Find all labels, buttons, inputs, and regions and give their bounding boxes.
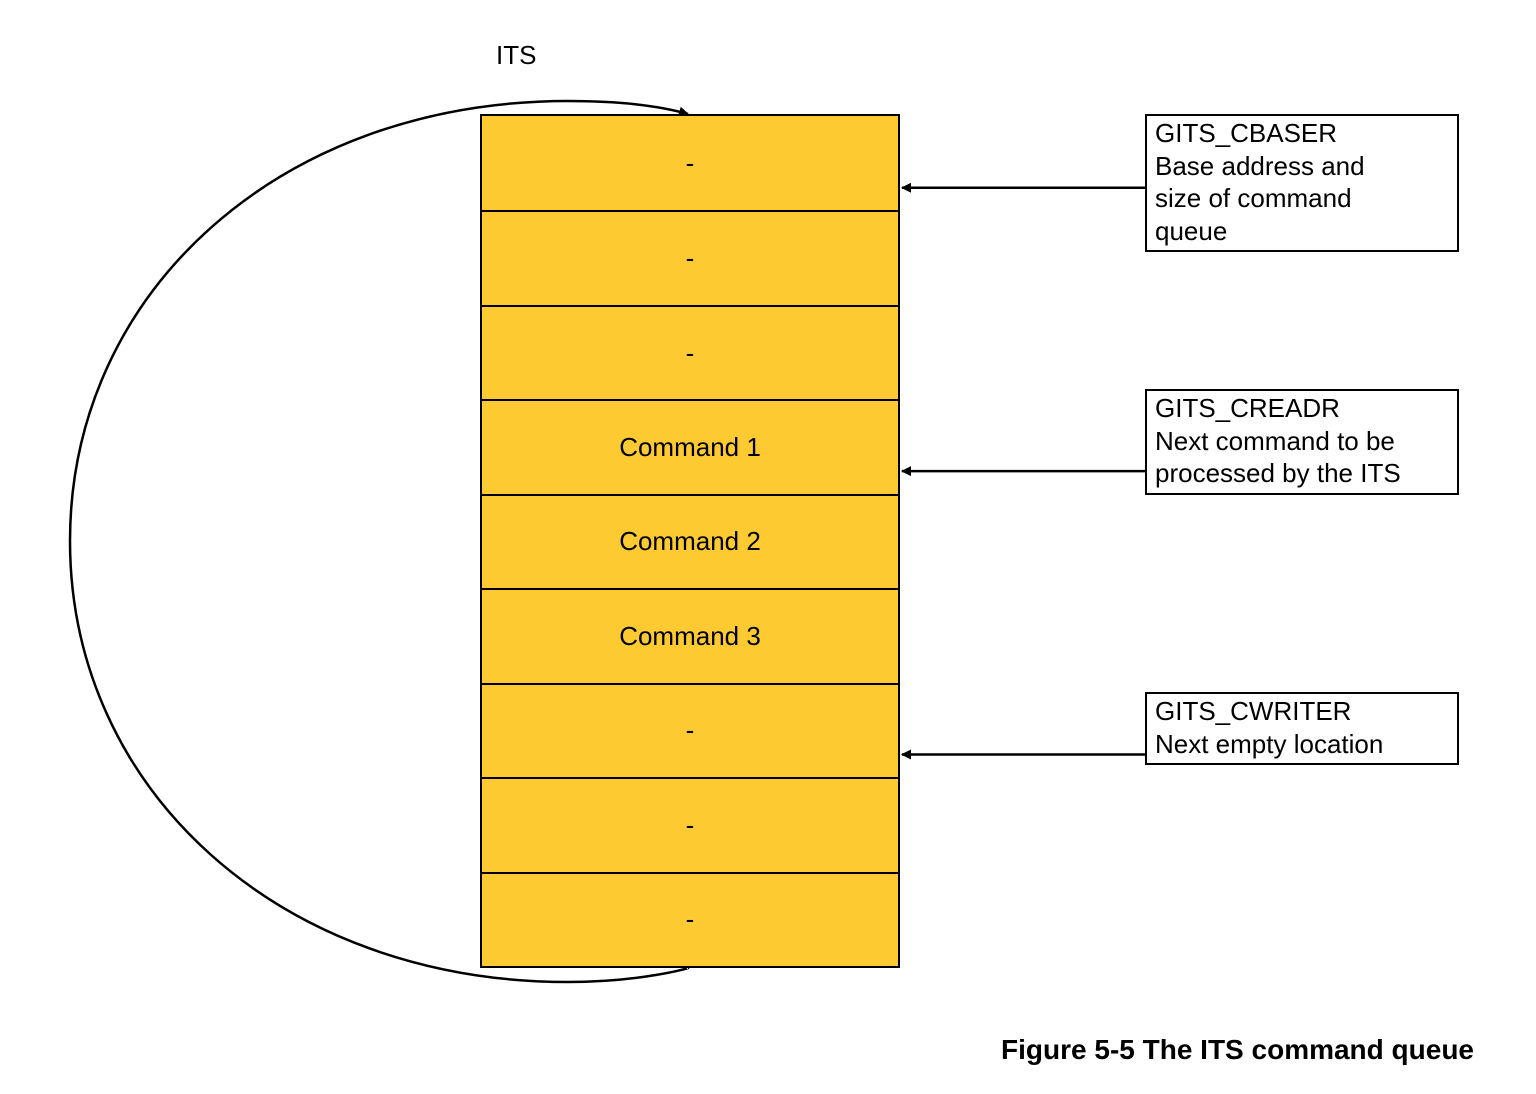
register-description: processed by the ITS (1155, 458, 1401, 488)
register-description: queue (1155, 215, 1228, 246)
queue-slot-label: - (685, 904, 695, 935)
queue-slot-label: - (685, 715, 695, 746)
queue-slot-label: - (685, 243, 695, 274)
register-description: size of command (1155, 183, 1352, 213)
queue-slot: - (482, 116, 898, 210)
register-name: GITS_CWRITER (1155, 696, 1352, 726)
register-description: Next empty location (1155, 728, 1384, 759)
queue-slot-label: - (685, 147, 695, 178)
its-label: ITS (496, 40, 537, 70)
queue-slot: Command 1 (482, 399, 898, 493)
queue-slot-label: Command 3 (619, 620, 761, 651)
register-description: Base address and (1155, 150, 1365, 181)
queue-slot: - (482, 210, 898, 304)
queue-slot: - (482, 777, 898, 871)
queue-slot: - (482, 682, 898, 777)
queue-slot-label: Command 2 (619, 526, 761, 557)
queue-slot-label: - (685, 337, 695, 368)
register-name: GITS_CREADR (1155, 393, 1340, 423)
register-description: Next command to be (1155, 425, 1395, 456)
queue-slot: Command 2 (482, 493, 898, 588)
register-name: GITS_CBASER (1155, 118, 1338, 148)
command-queue: - - - Command 1 Command 2 Command 3 - - - (480, 114, 900, 968)
wrap-around-arc (68, 99, 690, 984)
figure-caption: Figure 5-5 The ITS command queue (1001, 1034, 1474, 1065)
queue-slot-label: Command 1 (619, 432, 761, 463)
queue-slot: - (482, 871, 898, 966)
queue-slot: - (482, 304, 898, 399)
queue-slot-label: - (685, 809, 695, 840)
queue-slot: Command 3 (482, 588, 898, 682)
